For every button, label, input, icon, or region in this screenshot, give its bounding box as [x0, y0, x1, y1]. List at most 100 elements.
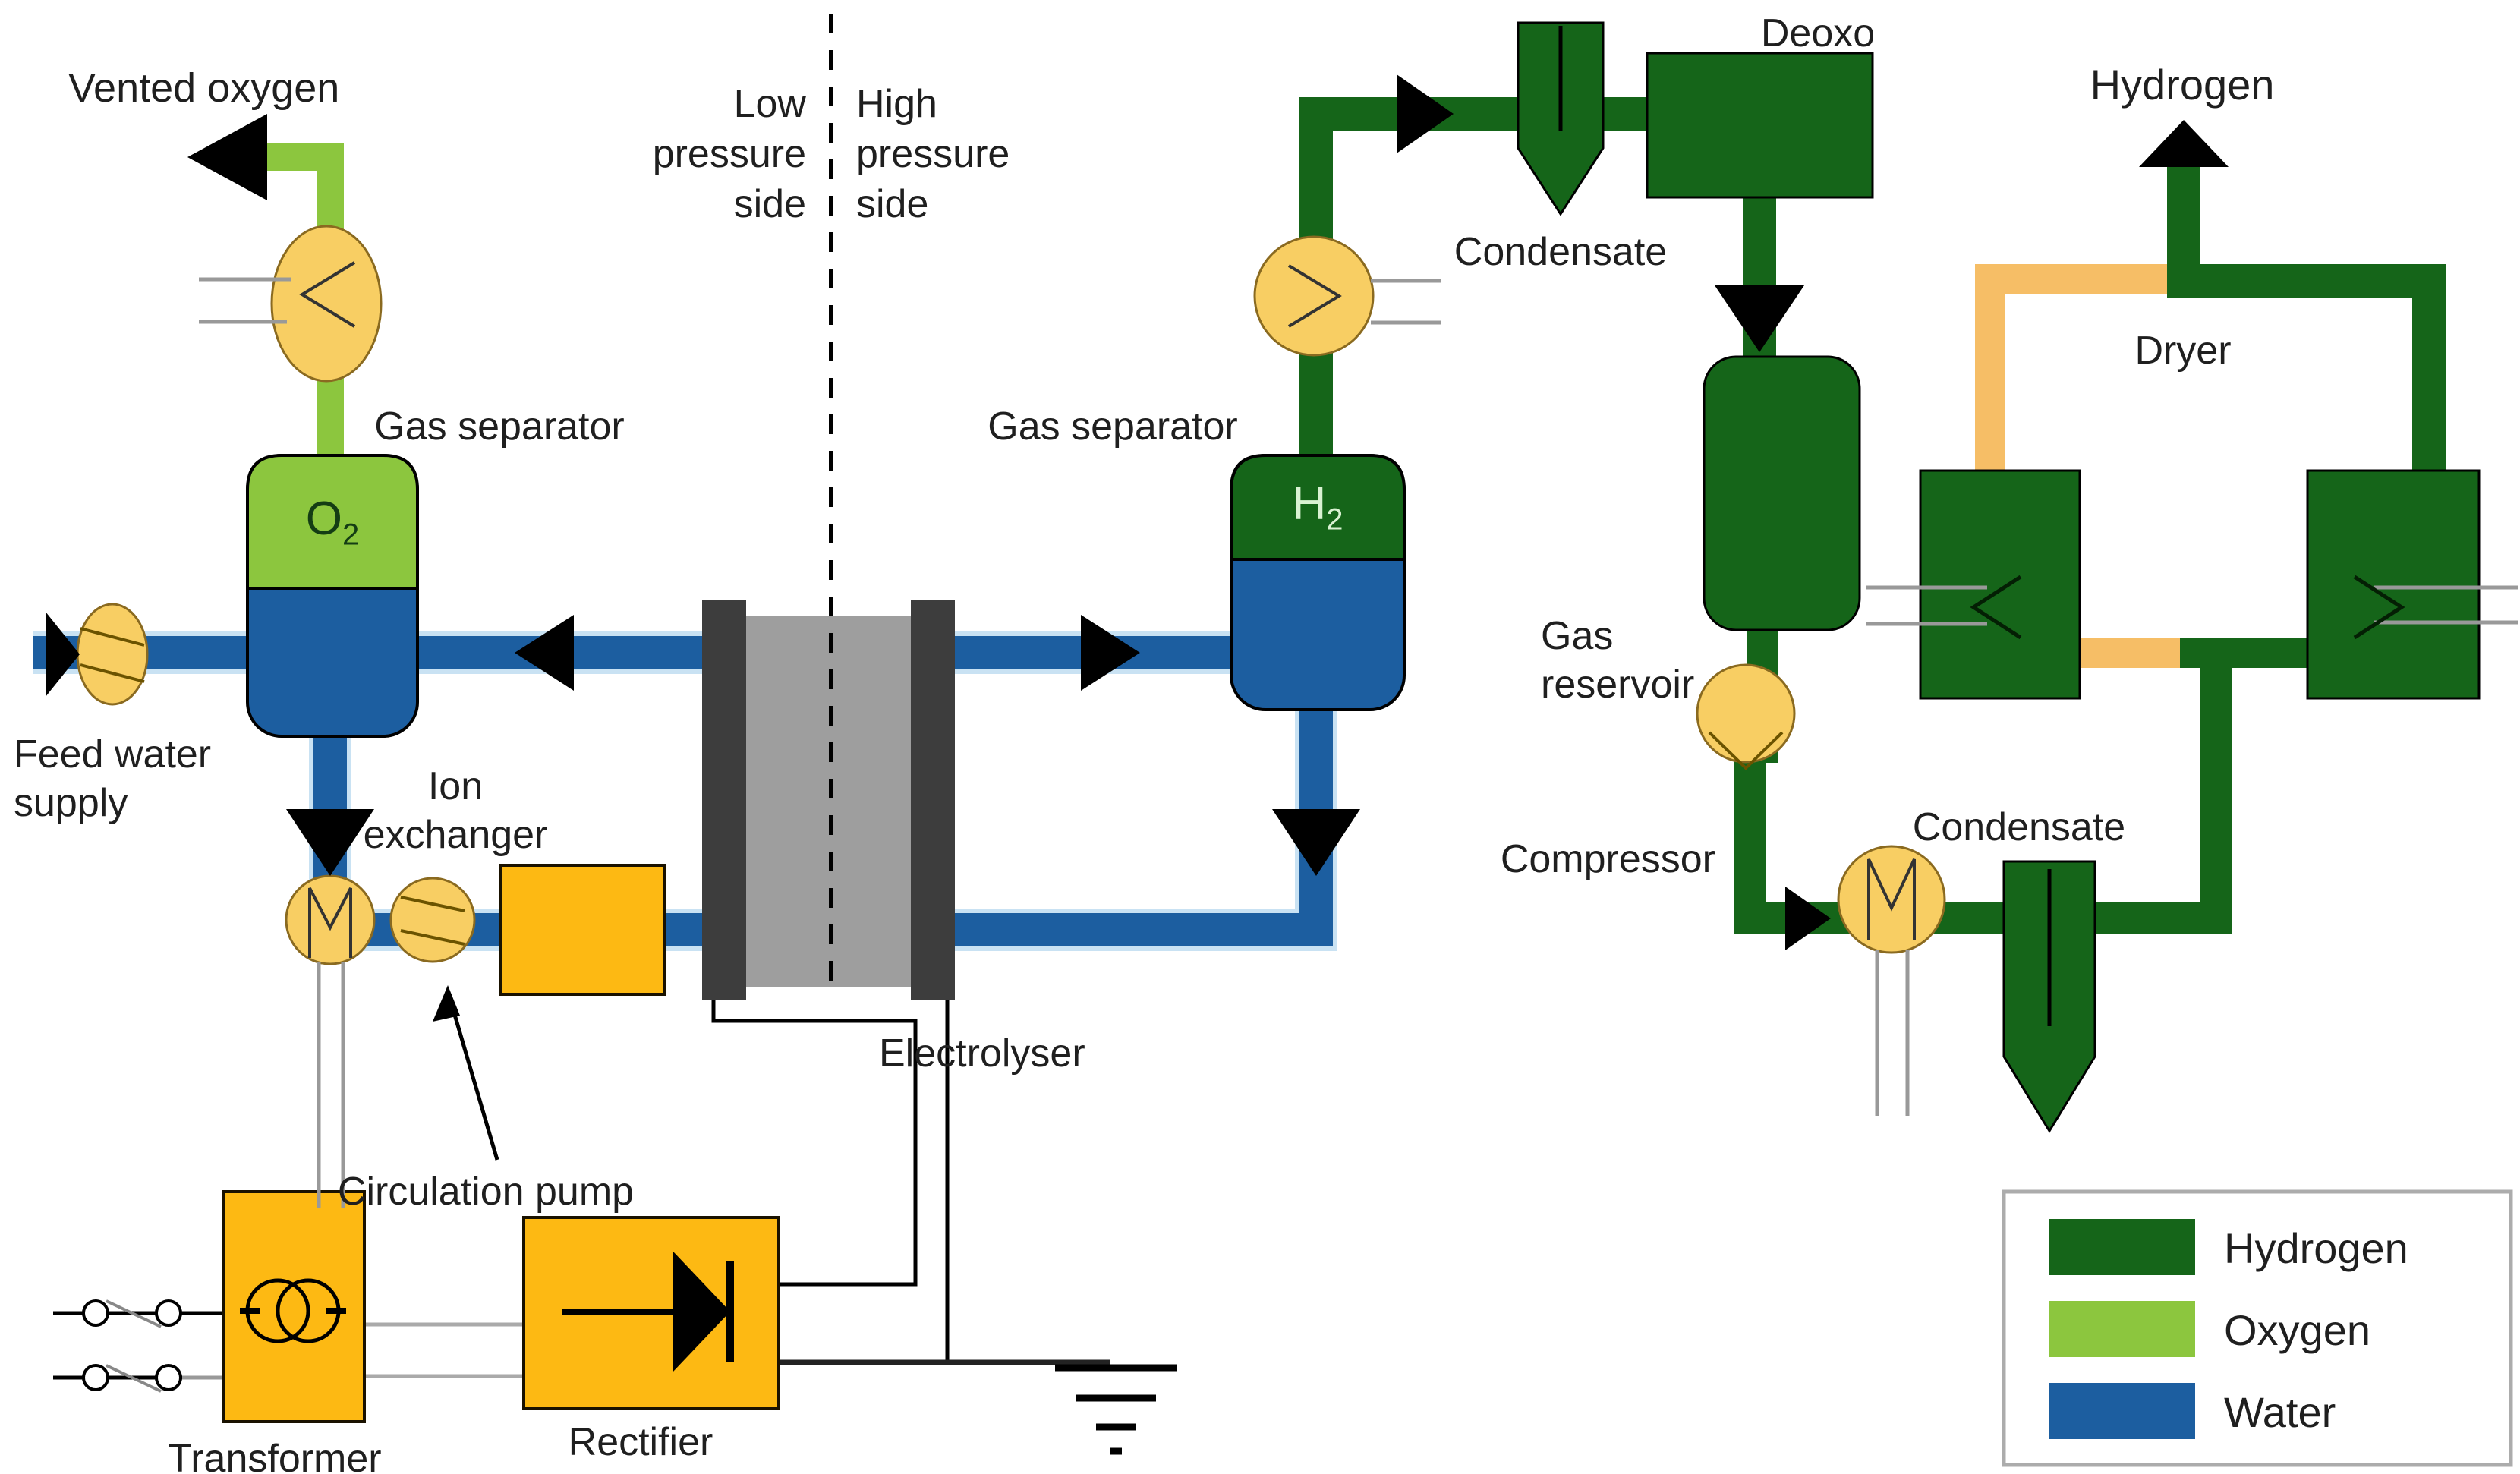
h2-drain-down-arrow-icon: [1272, 809, 1360, 876]
condensate-separator-bottom: [2002, 860, 2096, 1133]
water-left-arrow-icon: [515, 615, 574, 691]
hydrogen-product-label: Hydrogen: [2090, 61, 2275, 109]
condensate-bottom-label: Condensate: [1912, 805, 2126, 849]
hx-coil-icon: [308, 887, 352, 958]
switch-contact-icon: [155, 1299, 182, 1327]
dryer-vessel-left: [1919, 469, 2081, 700]
legend-swatch-water: [2049, 1383, 2195, 1439]
feed-water-supply-label: Feed water supply: [14, 730, 302, 827]
legend-box: [2002, 1189, 2513, 1467]
o2-symbol: O: [305, 493, 342, 545]
hx-chevron-icon: [299, 261, 356, 328]
ion-exchanger-line: Ion: [427, 764, 484, 808]
switch-contact-icon: [82, 1364, 109, 1391]
o2-drain-down-arrow-icon: [286, 809, 374, 876]
loop-cooler-icon: [1837, 845, 1946, 954]
hydrogen-cooler-icon: [1253, 235, 1375, 357]
ion-exchanger-line: exchanger: [363, 813, 548, 857]
switch-blade-bottom: [106, 1364, 162, 1393]
feed-water-line: Feed water: [14, 732, 212, 776]
pump-chords-icon: [400, 896, 465, 946]
oxygen-gas-separator-vessel: [246, 454, 419, 738]
condensate-separator-top: [1517, 21, 1605, 216]
feed-water-pump-icon: [76, 603, 149, 706]
electrolyser-right-electrode: [911, 600, 955, 1000]
low-pressure-line: pressure: [652, 132, 806, 176]
low-pressure-line: side: [733, 182, 806, 226]
deoxo-down-arrow-icon: [1715, 285, 1804, 352]
hx-chevron-icon: [1287, 264, 1342, 328]
feed-water-line: supply: [14, 781, 128, 825]
compressor-label: Compressor: [1500, 837, 1715, 881]
ion-exchanger-box: [499, 864, 666, 996]
rectifier-label: Rectifier: [568, 1420, 713, 1464]
regen-pipe-top: [1975, 264, 2185, 472]
high-pressure-side-label: High pressure side: [856, 79, 1084, 229]
transformer-label: Transformer: [168, 1437, 382, 1474]
o2-subscript: 2: [342, 518, 360, 552]
low-pressure-side-label: Low pressure side: [615, 79, 806, 229]
dryer-chevron-right-icon: [2353, 575, 2405, 640]
gas-separator-o2-label: Gas separator: [374, 405, 625, 449]
electrolyser-label: Electrolyser: [879, 1031, 1085, 1076]
circulation-pump-icon: [389, 877, 476, 963]
legend-label-water: Water: [2224, 1388, 2336, 1436]
legend-swatch-hydrogen: [2049, 1219, 2195, 1275]
high-pressure-line: side: [856, 182, 929, 226]
deoxo-reactor-box: [1646, 52, 1874, 199]
circulation-pump-label: Circulation pump: [337, 1170, 635, 1214]
legend-swatch-oxygen: [2049, 1301, 2195, 1357]
oxygen-vent-cooler-icon: [270, 225, 383, 383]
legend-label-hydrogen: Hydrogen: [2224, 1224, 2408, 1272]
legend-label-oxygen: Oxygen: [2224, 1306, 2370, 1354]
water-pipe-halo-right-bottom: [953, 697, 1337, 951]
high-pressure-line: pressure: [856, 132, 1010, 176]
utility-lines: [199, 277, 2518, 1208]
h2-pipe-compressor-loop: [1734, 649, 2232, 934]
ion-exchanger-label: Ion exchanger: [326, 762, 584, 859]
gas-reservoir-line: reservoir: [1541, 663, 1695, 707]
condensate-top-label: Condensate: [1454, 230, 1668, 274]
dryer-chevrons: [1970, 575, 2405, 640]
o2-vessel-tag: O2: [247, 492, 417, 552]
regen-pipes: [1975, 264, 2197, 668]
gas-reservoir-line: Gas: [1541, 614, 1614, 658]
gas-reservoir-label: Gas reservoir: [1541, 612, 1723, 709]
h2-to-deoxo-arrow-icon: [1397, 74, 1454, 153]
h2-subscript: 2: [1326, 502, 1343, 537]
electrical-wiring: [53, 1000, 1110, 1380]
ac-switches: [82, 1299, 182, 1393]
electrolyser-stack: [746, 616, 911, 987]
hydrogen-out-arrow-icon: [2139, 120, 2229, 167]
water-cooler-icon: [285, 874, 376, 965]
water-right-arrow-icon: [1081, 615, 1140, 691]
flow-arrows: [46, 74, 2229, 950]
ground-icon: [1055, 1364, 1177, 1455]
equipment-symbols: [80, 627, 1784, 946]
compressor-vee-icon: [1708, 731, 1784, 770]
hx-coil-icon: [1867, 858, 1916, 940]
h2-vessel-tag: H2: [1231, 477, 1404, 537]
vented-oxygen-label: Vented oxygen: [68, 65, 340, 111]
hx-symbols: [299, 261, 1916, 958]
h2-pipe-product-tee: [2167, 161, 2446, 472]
transformer-icon: [240, 1278, 346, 1343]
low-pressure-line: Low: [733, 82, 806, 126]
gas-separator-h2-label: Gas separator: [988, 405, 1238, 449]
dryer-vessel-right: [2306, 469, 2481, 700]
rectifier-to-left-electrode-wire: [711, 1000, 918, 1287]
high-pressure-line: High: [856, 82, 937, 126]
h2-symbol: H: [1292, 477, 1327, 530]
dryer-chevron-left-icon: [1970, 575, 2022, 640]
loop-right-arrow-icon: [1785, 887, 1831, 950]
water-pipe-h2-drain-to-electrolyser: [953, 697, 1333, 946]
gas-reservoir-vessel: [1703, 355, 1861, 631]
deoxo-label: Deoxo: [1760, 11, 1876, 55]
hydrogen-gas-separator-vessel: [1230, 454, 1406, 711]
diode-icon: [562, 1251, 734, 1372]
vented-oxygen-arrow-icon: [187, 114, 267, 200]
dryer-label: Dryer: [2134, 329, 2232, 373]
switch-blade-top: [106, 1299, 162, 1328]
